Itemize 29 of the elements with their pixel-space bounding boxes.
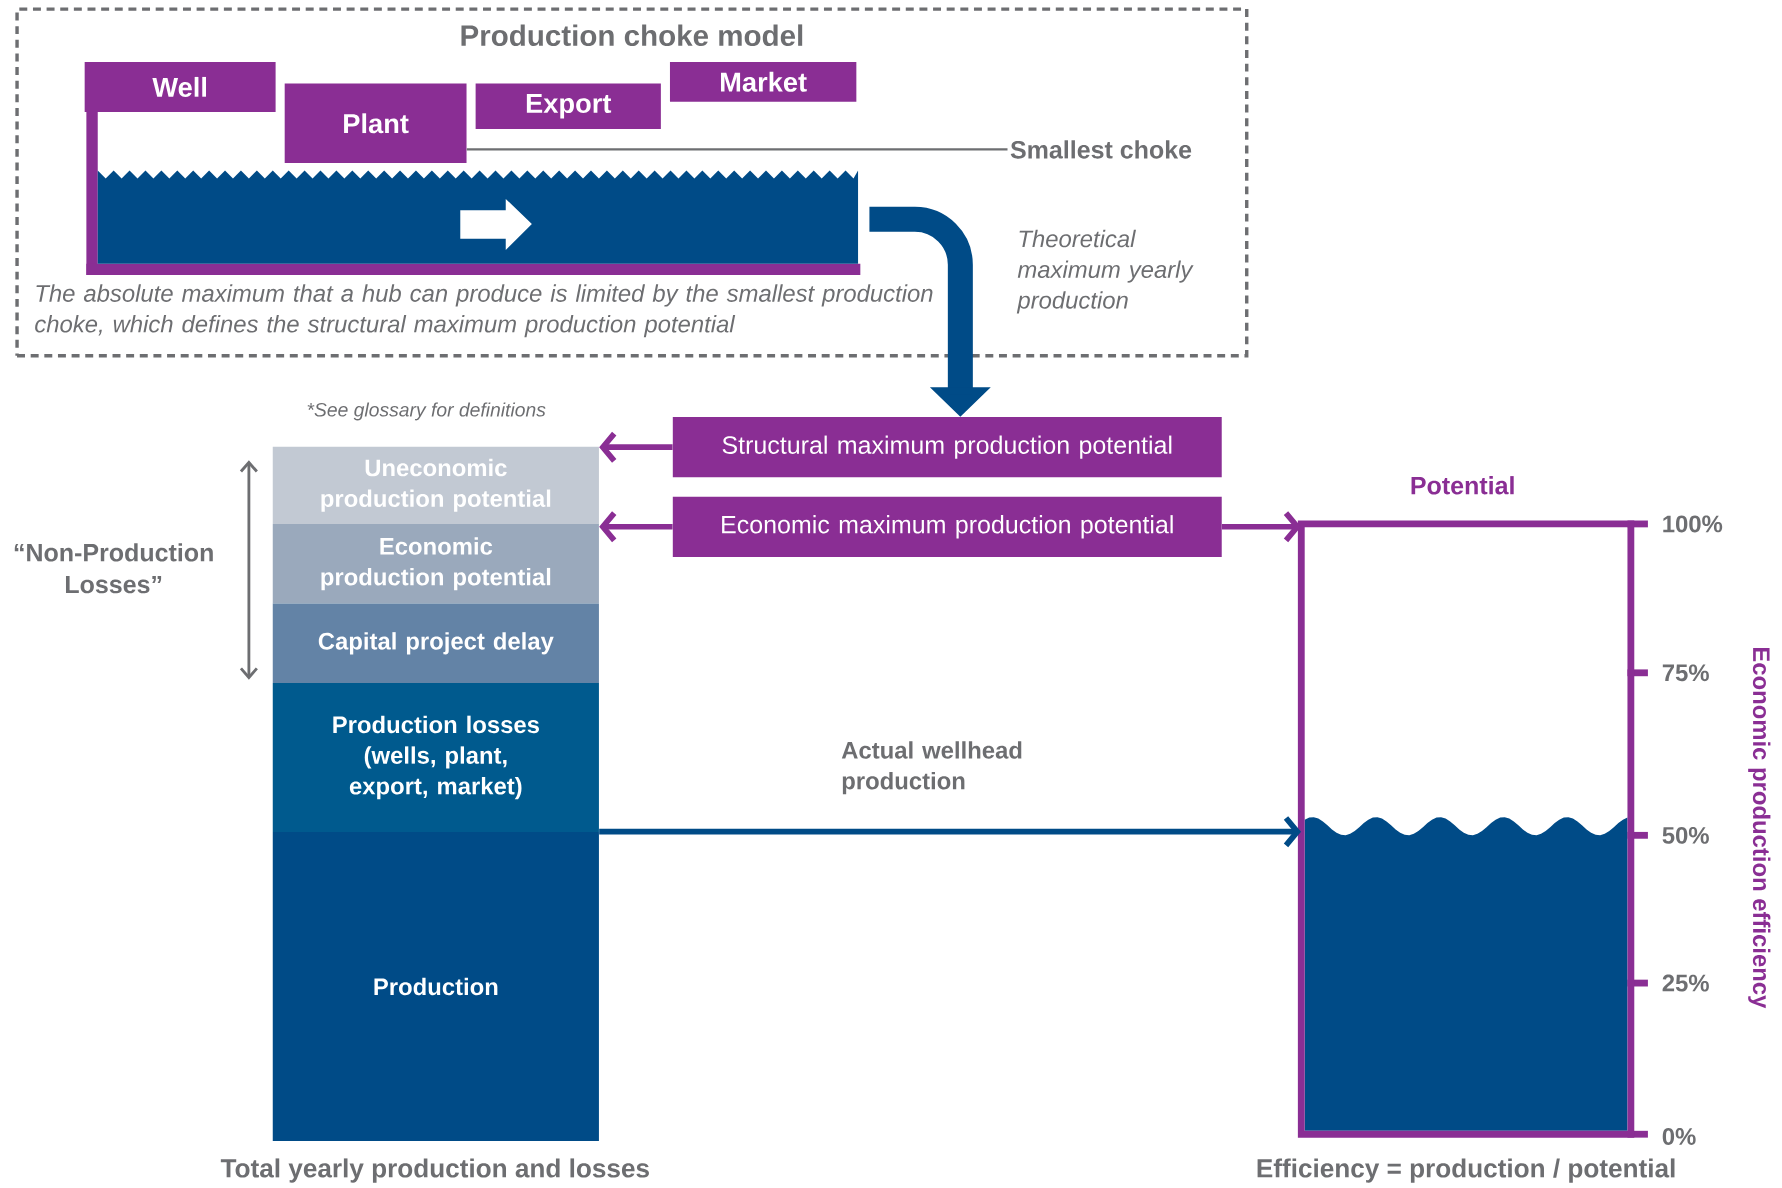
tab-label: Market <box>669 62 857 102</box>
stack-segment: Production losses (wells, plant, export, market) <box>272 683 599 833</box>
edge-label: Theoretical maximum yearly production <box>1016 230 1194 314</box>
tab-label: Plant <box>284 83 467 164</box>
arrow <box>599 431 673 463</box>
tick-label: 50% <box>1662 827 1709 844</box>
tick-label: 25% <box>1662 974 1709 992</box>
callout-label: Smallest choke <box>1010 140 1192 159</box>
axis-title: Economic production efficiency <box>1748 648 1771 1009</box>
tick-label: 0% <box>1662 1128 1696 1146</box>
bracket-label: “Non-Production Losses” <box>14 543 213 594</box>
tick-label: 100% <box>1663 515 1723 533</box>
heading: Production choke model <box>461 24 803 47</box>
heading: Potential <box>1411 476 1514 495</box>
leader-line <box>466 148 1008 151</box>
stack-segment: Production <box>272 832 599 1142</box>
formula-label: Efficiency = production / potential <box>1257 1158 1675 1183</box>
label-box: Structural maximum production potential <box>672 417 1222 478</box>
arrow <box>599 816 1302 848</box>
arrow <box>599 511 673 543</box>
footnote: *See glossary for definitions <box>307 402 546 421</box>
edge-label: Actual wellhead production <box>841 741 1022 795</box>
description-text: The absolute maximum that a hub can produce is limited by the smallest production choke, which defines the structural maximum production potential <box>35 284 933 338</box>
tick-label: 75% <box>1662 664 1709 682</box>
stack-segment: Economic production potential <box>272 524 599 604</box>
stack-segment: Uneconomic production potential <box>272 446 599 525</box>
tab-label: Export <box>475 83 661 130</box>
stack-segment: Capital project delay <box>272 603 599 684</box>
label-box: Economic maximum production potential <box>672 496 1222 558</box>
